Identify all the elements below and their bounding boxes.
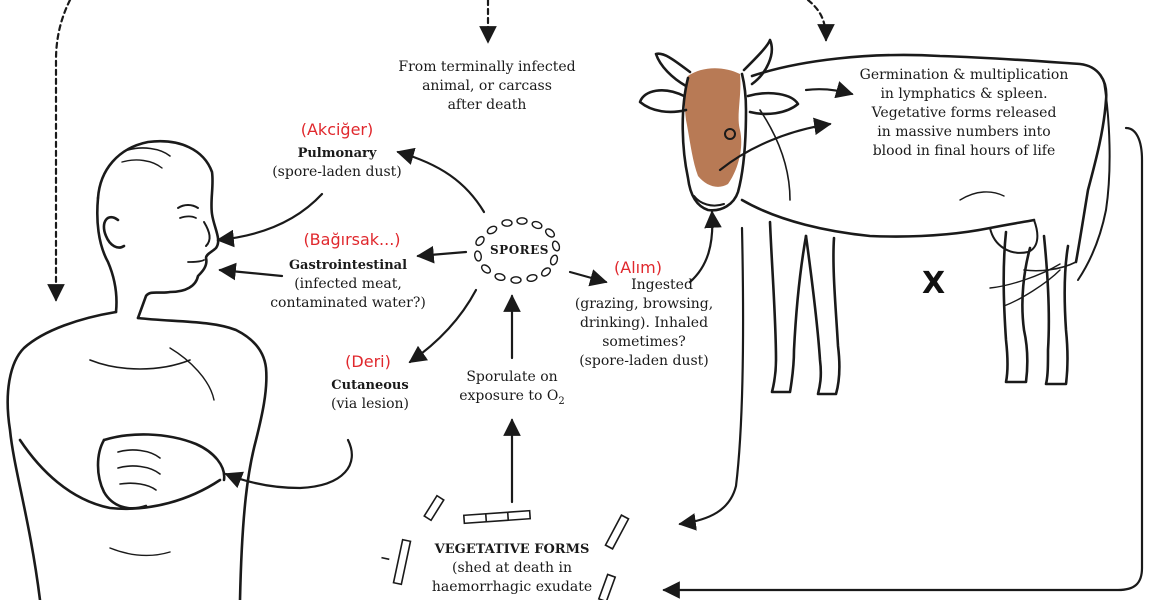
pulmonary-label: Pulmonary (spore-laden dust) <box>262 144 412 182</box>
cutaneous-title: Cutaneous <box>331 378 409 393</box>
spores-label: SPORES <box>490 243 549 257</box>
arrow-spores-pulmonary <box>396 147 486 214</box>
arrow-cow-head-body <box>718 117 832 172</box>
source-line-2: animal, or carcass <box>422 78 552 94</box>
arrow-loop-vegetative <box>662 126 1144 599</box>
arrow-to-cow <box>806 0 835 42</box>
vegetative-line-1: (shed at death in <box>452 560 572 576</box>
gi-detail-2: contaminated water?) <box>270 295 426 311</box>
cutaneous-detail: (via lesion) <box>331 396 409 412</box>
ingested-label: Ingested (grazing, browsing, drinking). … <box>568 276 720 371</box>
arrow-gi-mouth <box>218 262 284 281</box>
cow-line-3: Vegetative forms released <box>871 105 1057 121</box>
cow-line-1: Germination & multiplication <box>859 67 1069 83</box>
vegetative-line-2: haemorrhagic exudate <box>431 579 593 595</box>
arrow-cow-vegetative <box>678 226 745 531</box>
ingested-tr-label: (Alım) <box>614 258 662 277</box>
sporulate-o2-subscript: 2 <box>558 395 565 407</box>
gi-title: Gastrointestinal <box>288 258 408 273</box>
sporulate-line-2-text: exposure to O <box>459 388 559 404</box>
arrow-spores-cutaneous <box>408 288 478 364</box>
ingested-line-3: drinking). Inhaled <box>579 315 709 331</box>
arrow-spores-gi <box>416 245 468 264</box>
cow-line-2: in lymphatics & spleen. <box>880 86 1048 102</box>
arrow-ingested-cow <box>688 210 722 284</box>
ingested-line-1: Ingested <box>631 277 693 293</box>
vegetative-rods <box>381 494 630 600</box>
cow-figure <box>638 38 1111 396</box>
human-figure <box>6 139 268 600</box>
ingested-line-5: (spore-laden dust) <box>579 353 709 369</box>
vegetative-title: VEGETATIVE FORMS <box>434 542 590 557</box>
death-x-mark: X <box>922 266 946 301</box>
arrow-cutaneous-arm <box>224 438 353 490</box>
source-label: From terminally infected animal, or carc… <box>390 58 584 115</box>
source-line-3: after death <box>447 97 527 113</box>
pulmonary-title: Pulmonary <box>297 146 377 161</box>
cow-germination-label: Germination & multiplication in lymphati… <box>848 66 1080 161</box>
cutaneous-tr-label: (Deri) <box>345 352 391 371</box>
cycle-arrows <box>47 0 1144 599</box>
source-line-1: From terminally infected <box>398 59 576 75</box>
arrow-pulmonary-head <box>216 192 324 248</box>
ingested-line-2: (grazing, browsing, <box>574 296 714 312</box>
sporulate-line-2: exposure to O2 <box>448 387 576 411</box>
cow-line-4: in massive numbers into <box>877 124 1051 140</box>
spores-cluster <box>474 217 561 284</box>
cutaneous-label: Cutaneous (via lesion) <box>316 376 424 414</box>
sporulate-label: Sporulate on exposure to O2 <box>448 368 576 411</box>
arrow-spores-ingested <box>568 269 608 287</box>
gi-detail-1: (infected meat, <box>294 276 402 292</box>
ingested-line-4: sometimes? <box>602 334 686 350</box>
arrow-to-human <box>47 0 72 302</box>
gi-tr-label: (Bağırsak...) <box>303 230 401 249</box>
vegetative-label: VEGETATIVE FORMS (shed at death in haemo… <box>412 540 612 597</box>
pulmonary-detail: (spore-laden dust) <box>272 164 402 180</box>
arrow-cow-germination <box>804 81 854 99</box>
sporulate-line-1: Sporulate on <box>466 369 558 385</box>
cow-line-5: blood in final hours of life <box>872 143 1056 159</box>
pulmonary-tr-label: (Akciğer) <box>300 120 374 139</box>
gi-label: Gastrointestinal (infected meat, contami… <box>258 256 438 313</box>
